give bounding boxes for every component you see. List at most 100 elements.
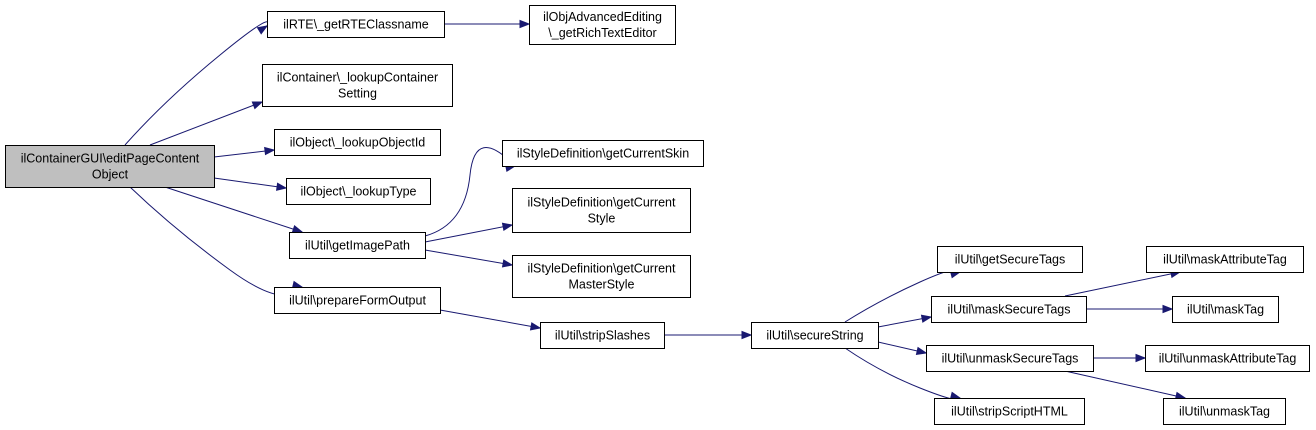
edge-arrowhead: [264, 146, 276, 156]
node-securestring[interactable]: ilUtil\secureString: [751, 322, 879, 349]
node-box: [289, 232, 426, 259]
node-preparefo[interactable]: ilUtil\prepareFormOutput: [274, 287, 441, 314]
node-label: ilUtil\getSecureTags: [955, 253, 1065, 267]
edge-rte-to-advedit: [444, 19, 531, 29]
edge-line: [424, 224, 513, 243]
edge-unmasksecuretags-to-unmaskattr: [1093, 353, 1147, 363]
edge-arrowhead: [741, 330, 753, 340]
node-box: [502, 140, 704, 167]
node-masksecuretags[interactable]: ilUtil\maskSecureTags: [931, 296, 1087, 323]
node-getimagepath[interactable]: ilUtil\getImagePath: [289, 232, 426, 259]
node-label: ilUtil\stripSlashes: [555, 329, 650, 343]
node-label: ilUtil\unmaskAttributeTag: [1159, 352, 1297, 366]
node-label: ilUtil\prepareFormOutput: [289, 294, 426, 308]
node-label: ilUtil\unmaskSecureTags: [942, 352, 1079, 366]
edge-arrowhead: [920, 314, 933, 323]
node-unmaskattr[interactable]: ilUtil\unmaskAttributeTag: [1145, 345, 1310, 372]
node-label: ilUtil\maskSecureTags: [948, 303, 1071, 317]
node-lookuptype[interactable]: ilObject\_lookupType: [286, 178, 431, 205]
node-unmasksecuretags[interactable]: ilUtil\unmaskSecureTags: [926, 345, 1094, 372]
node-box: [262, 64, 453, 107]
edge-arrowhead: [256, 25, 269, 35]
node-label: ilUtil\maskAttributeTag: [1163, 253, 1287, 267]
node-box: [540, 322, 665, 349]
node-maskattr[interactable]: ilUtil\maskAttributeTag: [1146, 246, 1304, 273]
node-label: ilUtil\maskTag: [1187, 303, 1264, 317]
edge-arrowhead: [915, 346, 928, 356]
edge-line: [124, 21, 269, 146]
edge-line: [149, 101, 263, 146]
node-label: ilUtil\unmaskTag: [1179, 405, 1270, 419]
node-label: ilUtil\secureString: [766, 329, 863, 343]
node-box: [274, 287, 441, 314]
node-masktag[interactable]: ilUtil\maskTag: [1172, 296, 1279, 323]
node-label: ilRTE\_getRTEClassname: [283, 18, 428, 32]
node-box: [512, 255, 691, 298]
node-label: ilObject\_lookupObjectId: [290, 136, 426, 150]
edge-preparefo-to-stripslashes: [439, 309, 542, 331]
node-box: [926, 345, 1094, 372]
node-label: ilStyleDefinition\getCurrentSkin: [517, 147, 689, 161]
edge-line: [213, 177, 287, 189]
node-label: ilUtil\getImagePath: [305, 239, 410, 253]
node-label: ilContainer\_lookupContainer: [277, 71, 438, 85]
node-box: [286, 178, 431, 205]
node-label: \_getRichTextEditor: [548, 26, 656, 40]
node-box: [1146, 246, 1304, 273]
node-box: [274, 129, 441, 156]
node-box: [1163, 398, 1286, 425]
edge-arrowhead: [1162, 304, 1174, 314]
edge-root-to-rte: [124, 21, 269, 146]
edge-line: [439, 309, 541, 329]
node-box: [937, 246, 1083, 273]
edge-securestring-to-unmasksecuretags: [877, 341, 928, 356]
edge-arrowhead: [501, 259, 514, 268]
edge-line: [424, 249, 513, 266]
edge-getimagepath-to-skin: [424, 147, 517, 237]
edge-arrowhead: [1135, 353, 1147, 363]
node-box: [529, 5, 676, 45]
node-label: Setting: [338, 87, 377, 101]
edge-root-to-lookupobjid: [213, 146, 276, 158]
edge-unmasksecuretags-to-unmasktag: [1064, 370, 1187, 401]
node-label: ilContainerGUI\editPageContent: [21, 152, 200, 166]
node-rte[interactable]: ilRTE\_getRTEClassname: [267, 11, 445, 38]
node-stripscript[interactable]: ilUtil\stripScriptHTML: [934, 398, 1085, 425]
node-label: MasterStyle: [569, 278, 635, 292]
node-box: [934, 398, 1085, 425]
edge-arrowhead: [251, 101, 264, 110]
node-unmasktag[interactable]: ilUtil\unmaskTag: [1163, 398, 1286, 425]
node-label: ilObjAdvancedEditing: [543, 10, 662, 24]
edge-arrowhead: [276, 182, 288, 191]
node-label: ilUtil\stripScriptHTML: [951, 405, 1068, 419]
edge-securestring-to-masksecuretags: [877, 314, 933, 328]
edge-line: [424, 147, 516, 237]
node-label: ilStyleDefinition\getCurrent: [528, 196, 677, 210]
edge-arrowhead: [529, 322, 542, 331]
edge-root-to-lookupcont: [149, 101, 264, 146]
node-advedit[interactable]: ilObjAdvancedEditing \_getRichTextEditor: [529, 5, 676, 45]
node-box: [5, 145, 215, 188]
edge-stripslashes-to-securestring: [664, 330, 753, 340]
edge-arrowhead: [291, 225, 304, 234]
node-stripslashes[interactable]: ilUtil\stripSlashes: [540, 322, 665, 349]
node-box: [512, 188, 691, 233]
edge-line: [1064, 370, 1186, 399]
edge-root-to-lookuptype: [213, 177, 288, 191]
node-box: [1145, 345, 1310, 372]
node-label: Style: [588, 212, 616, 226]
node-getsecuretags[interactable]: ilUtil\getSecureTags: [937, 246, 1083, 273]
edge-getimagepath-to-style: [424, 222, 514, 243]
edge-getimagepath-to-masterstyle: [424, 249, 514, 268]
node-lookupobjid[interactable]: ilObject\_lookupObjectId: [274, 129, 441, 156]
node-skin[interactable]: ilStyleDefinition\getCurrentSkin: [502, 140, 704, 167]
node-box: [1172, 296, 1279, 323]
edge-root-to-getimagepath: [164, 186, 304, 234]
node-box: [751, 322, 879, 349]
node-label: ilStyleDefinition\getCurrent: [528, 262, 677, 276]
